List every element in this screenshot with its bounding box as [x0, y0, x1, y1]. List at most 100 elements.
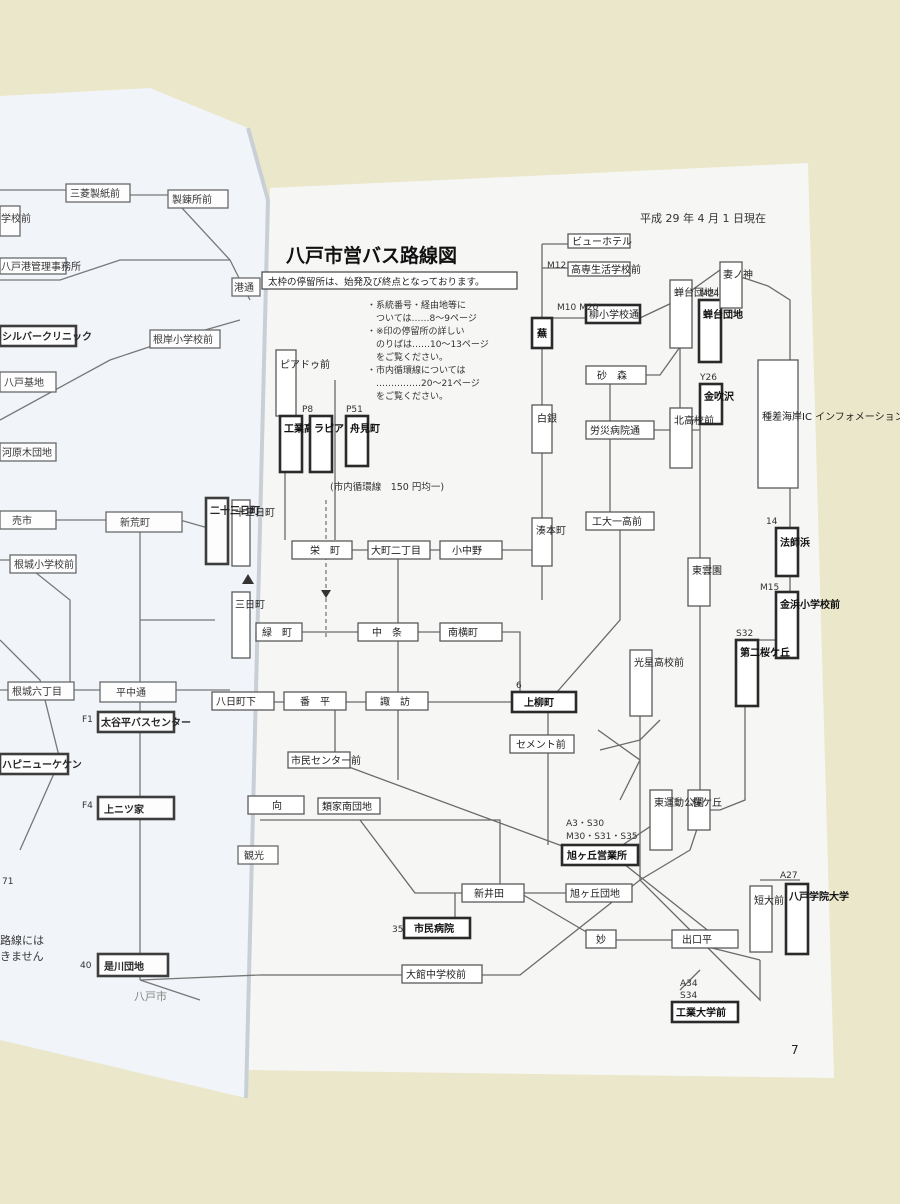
- stop-kankou: 観光: [237, 845, 279, 865]
- stop-rapia: ラピア: [308, 414, 344, 474]
- svg-text:ラピア: ラピア: [314, 423, 344, 435]
- page-number: 7: [791, 1043, 799, 1057]
- stop-asahi-eigyo: 旭ヶ丘営業所: [560, 843, 640, 867]
- stop-nejo6: 根城六丁目: [7, 681, 75, 701]
- route-codes: M12 M10 M20 M24 Y26 14 M15 S32 P8 P51 6 …: [2, 261, 798, 1001]
- svg-text:上ニツ家: 上ニツ家: [104, 803, 145, 816]
- svg-text:金浜小学校前: 金浜小学校前: [779, 598, 840, 611]
- stop-kabushima: 蕪: [530, 316, 554, 350]
- stop-shimin-hosp: 市民病院: [402, 916, 472, 940]
- stop-kaminijuu: 上ニツ家: [96, 795, 176, 821]
- svg-text:旭ヶ丘団地: 旭ヶ丘団地: [570, 887, 620, 900]
- stop-higashi-undou: 東運動公園: [649, 789, 704, 851]
- note-line: のりばは……10～13ページ: [367, 339, 489, 350]
- stop-kitakoukou: 北高校前: [669, 407, 714, 469]
- svg-text:根岸小学校前: 根岸小学校前: [153, 333, 213, 346]
- stop-kamiyanagi: 上柳町: [510, 690, 578, 714]
- stop-neshiro: 根岸小学校前: [149, 329, 221, 349]
- stop-tsuno: 妻ノ神: [719, 261, 753, 309]
- note-line: ついては……8～9ページ: [367, 313, 477, 324]
- notes-block: ・系統番号・経由地等に ついては……8～9ページ ・※印の停留所の詳しい のりば…: [367, 299, 489, 402]
- svg-text:類家南団地: 類家南団地: [322, 800, 372, 813]
- stop-uri: 売市: [0, 510, 57, 530]
- stop-myo: 妙: [585, 929, 617, 949]
- svg-text:栄 町: 栄 町: [310, 545, 340, 557]
- left-text-3: 八戸市: [134, 989, 167, 1003]
- stop-newtown: ハピニューケケン: [0, 752, 82, 776]
- code-a3s30: A3・S30: [566, 819, 604, 829]
- svg-text:小中野: 小中野: [452, 544, 482, 557]
- legend-box: [261, 271, 518, 290]
- left-page-map: 三菱製紙前 製錬所前 学校前 八戸港管理事務所 港通 シルバークリニック 根岸小…: [0, 183, 279, 1003]
- svg-text:ピアドゥ前: ピアドゥ前: [280, 358, 330, 371]
- note-line: ・系統番号・経由地等に: [367, 299, 466, 311]
- svg-text:白銀: 白銀: [537, 412, 557, 425]
- stop-mitsubishi: 三菱製紙前: [65, 183, 131, 203]
- code-s32: S32: [736, 629, 753, 639]
- stop-hachinohe-kichi: 八戸基地: [0, 371, 57, 393]
- stop-minami-yoko: 南横町: [439, 622, 503, 642]
- stop-sunamori: 砂 森: [585, 365, 647, 385]
- stop-hirachuu: 平中通: [99, 681, 177, 703]
- note-line: ・※印の停留所の詳しい: [367, 325, 465, 337]
- svg-text:三菱製紙前: 三菱製紙前: [70, 187, 120, 200]
- svg-text:大館中学校前: 大館中学校前: [406, 968, 466, 981]
- left-text-1: 路線には: [0, 933, 44, 947]
- svg-text:砂 森: 砂 森: [597, 369, 627, 382]
- stop-hojiro: 法師浜: [774, 526, 810, 578]
- code-71: 71: [2, 877, 13, 887]
- svg-text:北高校前: 北高校前: [674, 414, 714, 427]
- stop-nijuusan: 二十三日町: [204, 496, 260, 566]
- stop-kodai-ichi: 工大一高前: [585, 511, 655, 531]
- arrow-up-icon: [242, 574, 254, 584]
- svg-text:労災病院通: 労災病院通: [590, 424, 640, 437]
- svg-text:売市: 売市: [12, 514, 32, 527]
- svg-text:短大前: 短大前: [754, 894, 784, 907]
- stop-kanerozawa: 金吹沢: [698, 382, 735, 426]
- legend-text: 太枠の停留所は、始発及び終点となっております。: [268, 276, 485, 288]
- svg-text:港通: 港通: [234, 282, 254, 294]
- code-m10m20: M10 M20: [557, 303, 599, 313]
- stops-layer: ビューホテル 高専生活学校前 蕪 柳小学校通 白銀 砂 森 蝉台団地北口 蝉台団…: [211, 233, 900, 1024]
- stop-ic-info: 種差海岸IC インフォメーションセンター: [757, 359, 900, 489]
- stop-shinkou: 新荒町: [105, 511, 183, 533]
- arrow-down-icon: [321, 590, 331, 598]
- stop-mukai: 向: [247, 795, 305, 815]
- stop-kawara: 河原木団地: [0, 442, 57, 462]
- note-line: をご覧ください。: [367, 351, 448, 363]
- svg-text:新井田: 新井田: [474, 887, 504, 900]
- code-m24: M24: [700, 289, 719, 299]
- note-line: をご覧ください。: [367, 390, 448, 402]
- stop-silver: シルバークリニック: [0, 324, 92, 348]
- code-p51: P51: [346, 405, 363, 415]
- code-6: 6: [516, 681, 522, 691]
- code-m15: M15: [760, 583, 779, 593]
- svg-text:製錬所前: 製錬所前: [172, 193, 212, 206]
- stop-shimin-c: 市民センター前: [287, 751, 361, 769]
- stop-omachi2: 大町二丁目: [367, 540, 431, 560]
- code-f4: F4: [82, 801, 93, 811]
- svg-text:シルバークリニック: シルバークリニック: [2, 331, 92, 343]
- svg-text:八日町下: 八日町下: [216, 697, 256, 708]
- svg-text:工業大学前: 工業大学前: [676, 1006, 726, 1019]
- svg-text:緑 町: 緑 町: [262, 626, 292, 639]
- stop-hachiban: 八日町下: [211, 691, 275, 711]
- svg-text:諏 訪: 諏 訪: [380, 695, 410, 708]
- svg-text:出口平: 出口平: [682, 933, 712, 946]
- svg-text:三日町: 三日町: [235, 600, 265, 611]
- svg-text:太谷平バスセンター: 太谷平バスセンター: [100, 716, 191, 729]
- stop-hachinohe-cc: ビューホテル: [567, 233, 632, 249]
- code-14: 14: [766, 517, 778, 527]
- stop-minatomachi: 湊本町: [531, 517, 566, 567]
- note-line: ……………20～21ページ: [367, 379, 480, 389]
- stop-ruike: 類家南団地: [317, 797, 381, 815]
- svg-text:観光: 観光: [244, 849, 264, 862]
- stop-nejo-es: 根城小学校前: [9, 554, 77, 574]
- svg-text:上柳町: 上柳町: [524, 696, 554, 709]
- stop-kanahama-es: 金浜小学校前: [774, 590, 840, 660]
- code-40: 40: [80, 961, 92, 971]
- svg-text:工大一高前: 工大一高前: [592, 515, 642, 528]
- svg-text:向: 向: [272, 799, 282, 812]
- svg-text:高専生活学校前: 高専生活学校前: [571, 263, 641, 276]
- code-a34: A34: [680, 979, 698, 989]
